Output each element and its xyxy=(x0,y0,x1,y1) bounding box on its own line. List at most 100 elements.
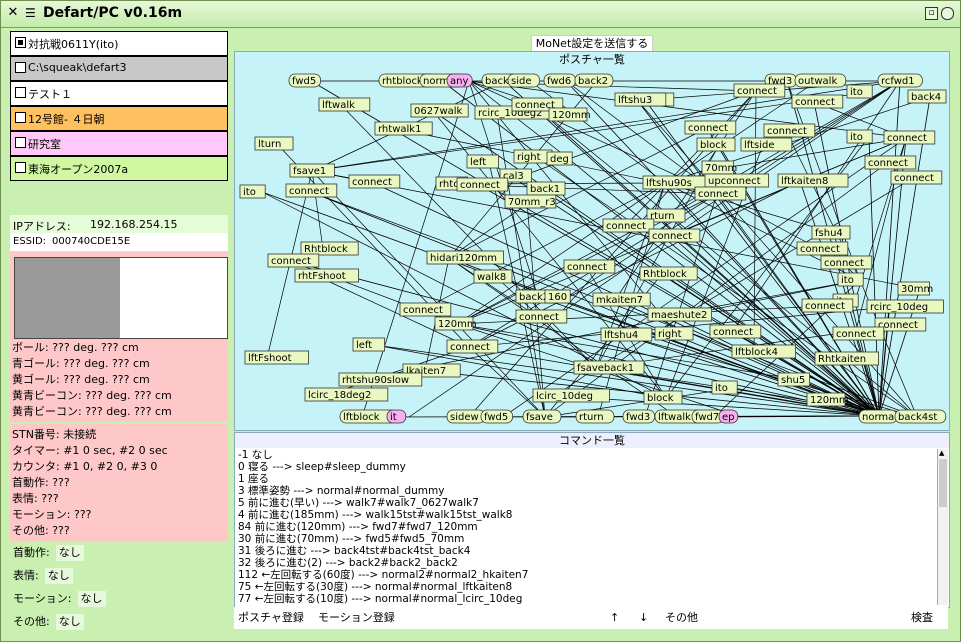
profile-item[interactable]: 12号館- ４日朝 xyxy=(10,106,228,131)
posture-node[interactable]: 120mm xyxy=(806,392,849,407)
posture-node[interactable]: connect xyxy=(694,186,747,201)
posture-node[interactable]: block xyxy=(696,137,736,152)
command-item[interactable]: 1 座る xyxy=(238,473,270,485)
command-item[interactable]: 3 標準姿勢 ---> normal#normal_dummy xyxy=(238,485,445,497)
menu-icon[interactable]: ☰ xyxy=(25,6,36,20)
posture-node[interactable]: fshu4 xyxy=(811,225,851,240)
posture-node[interactable]: connect xyxy=(763,123,816,138)
command-item[interactable]: 75 ←左回転する(30度) ---> normal#normal_lftkai… xyxy=(238,581,513,593)
posture-node[interactable]: connect xyxy=(874,317,927,332)
posture-node[interactable]: 120mm xyxy=(548,107,591,122)
posture-node[interactable]: connect xyxy=(399,302,452,317)
posture-node[interactable]: connect xyxy=(515,309,568,324)
posture-node[interactable]: Rhtblock xyxy=(300,241,359,256)
posture-node[interactable]: connect xyxy=(820,255,873,270)
posture-node[interactable]: lftblock4 xyxy=(731,344,796,359)
posture-node[interactable]: shu5 xyxy=(777,372,811,387)
posture-register-button[interactable]: ポスチャ登録 xyxy=(238,611,304,624)
profile-checkbox[interactable] xyxy=(15,37,26,48)
command-item[interactable]: 31 後ろに進む ---> back4tst#back4tst_back4 xyxy=(238,545,471,557)
posture-node[interactable]: connect xyxy=(864,155,917,170)
posture-node[interactable]: rhtshu90slow xyxy=(338,372,423,387)
posture-node[interactable]: rturn xyxy=(646,208,686,223)
posture-node[interactable]: 70mm_r3 xyxy=(504,194,557,209)
profile-item[interactable]: 対抗戦0611Y(ito) xyxy=(10,31,228,56)
command-item[interactable]: 84 前に進む(120mm) ---> fwd7#fwd7_120mm xyxy=(238,521,478,533)
posture-node[interactable]: connect xyxy=(602,218,655,233)
action-field-value[interactable]: なし xyxy=(77,591,106,607)
posture-node[interactable]: lftkaiten8 xyxy=(777,173,849,188)
posture-node[interactable]: connect xyxy=(796,241,849,256)
posture-node[interactable]: connect xyxy=(890,170,943,185)
command-item[interactable]: 30 前に進む(70mm) ---> fwd5#fwd5_70mm xyxy=(238,533,465,545)
posture-node[interactable]: rhtFshoot xyxy=(294,268,359,283)
command-item[interactable]: 112 ←左回転する(60度) ---> normal2#normal2_hka… xyxy=(238,569,529,581)
action-field-value[interactable]: なし xyxy=(55,545,84,561)
posture-node[interactable]: walk8 xyxy=(473,269,513,284)
posture-node[interactable]: ep xyxy=(718,409,739,424)
expand-icon[interactable] xyxy=(941,7,954,20)
posture-node[interactable]: lcirc_10deg xyxy=(532,388,610,403)
posture-node[interactable]: rcirc_10deg xyxy=(866,299,944,314)
posture-node[interactable]: back4 xyxy=(907,89,947,104)
profile-item[interactable]: 研究室 xyxy=(10,131,228,156)
profile-checkbox[interactable] xyxy=(15,112,26,123)
posture-node[interactable]: ito xyxy=(837,272,864,287)
profile-item[interactable]: テスト１ xyxy=(10,81,228,106)
posture-node[interactable]: fwd5 xyxy=(288,73,322,88)
posture-node[interactable]: fwd6 xyxy=(543,73,577,88)
posture-node[interactable]: lturn xyxy=(254,136,294,151)
other-button[interactable]: その他 xyxy=(665,611,698,624)
posture-node[interactable]: 160 xyxy=(544,289,571,304)
posture-node[interactable]: rcfwd1 xyxy=(877,73,923,88)
posture-node[interactable]: back2 xyxy=(515,289,555,304)
posture-node[interactable]: connect xyxy=(791,94,844,109)
posture-node[interactable]: fwd3 xyxy=(622,409,656,424)
posture-node[interactable]: connect xyxy=(267,253,320,268)
posture-node[interactable]: side xyxy=(507,73,541,88)
posture-node[interactable]: lcirc_18deg2 xyxy=(304,387,389,402)
posture-node[interactable]: block xyxy=(643,390,683,405)
posture-node[interactable]: lftside xyxy=(740,137,793,152)
command-item[interactable]: 4 前に進む(185mm) ---> walk15tst#walk15tst_w… xyxy=(238,509,513,521)
send-monet-button[interactable]: MoNet設定を送信する xyxy=(531,35,653,52)
posture-node[interactable]: connect xyxy=(733,83,786,98)
profile-item[interactable]: 東海オープン2007a xyxy=(10,156,228,181)
posture-node[interactable]: lftwalk xyxy=(318,97,371,112)
posture-node[interactable]: sidew xyxy=(446,409,486,424)
posture-node[interactable]: fwd7 xyxy=(691,409,725,424)
posture-node[interactable]: norma xyxy=(858,409,898,424)
posture-node[interactable]: fsaveback1 xyxy=(573,360,645,375)
command-item[interactable]: -1 なし xyxy=(238,449,273,461)
posture-node[interactable]: connect xyxy=(883,130,936,145)
posture-node[interactable]: back1 xyxy=(526,181,566,196)
posture-node[interactable]: 120mm xyxy=(434,316,477,331)
posture-node[interactable]: fsave xyxy=(522,409,562,424)
command-item[interactable]: 0 寝る ---> sleep#sleep_dummy xyxy=(238,461,406,473)
posture-node[interactable]: connect xyxy=(684,120,737,135)
posture-node[interactable]: connect xyxy=(832,326,885,341)
posture-node[interactable]: 70mm xyxy=(701,160,737,175)
posture-node[interactable]: ito xyxy=(239,184,266,199)
posture-node[interactable]: fwd5 xyxy=(480,409,514,424)
profile-checkbox[interactable] xyxy=(15,87,26,98)
command-item[interactable]: 77 ←左回転する(10度) ---> normal#normal_lcirc_… xyxy=(238,593,523,605)
posture-node[interactable]: connect xyxy=(709,324,762,339)
posture-node[interactable]: rturn xyxy=(575,409,615,424)
posture-node[interactable]: maeshute2 xyxy=(647,307,712,322)
command-item[interactable]: 32 後ろに進む(2) ---> back2#back2_back2 xyxy=(238,557,458,569)
command-scrollbar[interactable]: ▲ xyxy=(937,449,948,605)
posture-node[interactable]: connect xyxy=(648,228,701,243)
collapse-icon[interactable]: ▫ xyxy=(925,7,938,20)
profile-checkbox[interactable] xyxy=(15,137,26,148)
action-field-value[interactable]: なし xyxy=(55,614,84,630)
posture-node[interactable]: lftshu3 xyxy=(614,92,667,107)
posture-node[interactable]: 0627walk xyxy=(410,103,469,118)
posture-node[interactable]: left xyxy=(352,337,386,352)
posture-node[interactable]: connect xyxy=(563,259,616,274)
posture-node[interactable]: fsave1 xyxy=(289,163,335,178)
posture-node[interactable]: Rhtblock xyxy=(639,266,698,281)
posture-node[interactable]: 30mm xyxy=(897,281,933,296)
